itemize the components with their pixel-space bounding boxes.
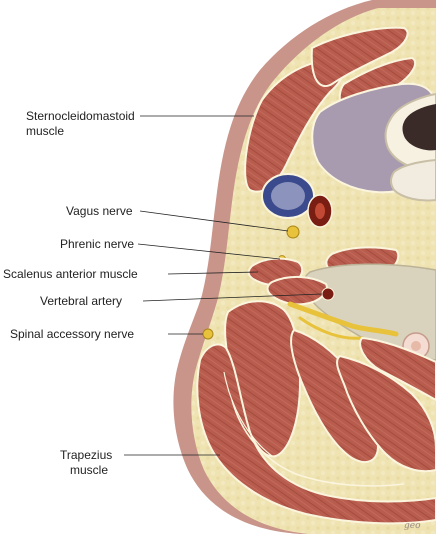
label-scalenus-anterior: Scalenus anterior muscle: [3, 267, 138, 281]
spinal-cord-center: [411, 341, 421, 351]
trachea-lumen: [402, 104, 436, 151]
upper-muscle-strip: [310, 26, 409, 87]
label-trapezius-line2: muscle: [70, 463, 108, 477]
vertebral-artery-mark: [321, 287, 335, 301]
label-spinal-accessory-nerve: Spinal accessory nerve: [10, 327, 134, 341]
spinal-nerve-branch: [298, 316, 364, 340]
trapezius-inner-fold-2: [223, 371, 273, 457]
esophagus: [390, 158, 436, 202]
semispinalis-muscle: [336, 354, 436, 473]
carotid-lumen: [315, 203, 325, 219]
label-phrenic-nerve: Phrenic nerve: [60, 237, 134, 251]
artist-signature: geo: [404, 521, 421, 531]
multifidus-muscle: [359, 336, 436, 402]
leader-vagus: [139, 210, 289, 232]
leader-phrenic: [137, 243, 281, 260]
leader-scalenus: [167, 271, 259, 275]
brachial-plexus-root: [287, 301, 399, 337]
trapezius-inner-fold: [231, 399, 405, 487]
spinal-accessory-nerve-mark: [202, 328, 214, 340]
label-sternocleidomastoid-line2: muscle: [26, 124, 64, 138]
internal-jugular-lumen: [271, 182, 305, 210]
scalenus-medius-muscle: [266, 276, 328, 306]
vagus-nerve-mark: [286, 225, 300, 239]
leader-vertebral: [142, 293, 323, 302]
label-sternocleidomastoid-line1: Sternocleidomastoid: [26, 109, 135, 123]
label-vertebral-artery: Vertebral artery: [40, 294, 122, 308]
label-trapezius-line1: Trapezius: [60, 448, 112, 462]
trapezius-muscle: [196, 343, 436, 525]
label-vagus-nerve: Vagus nerve: [66, 204, 133, 218]
